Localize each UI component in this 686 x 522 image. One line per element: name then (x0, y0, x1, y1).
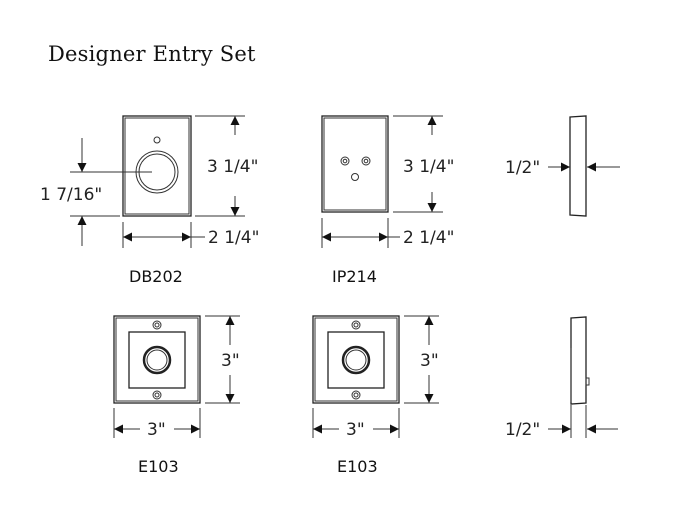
e103-right-model-label: E103 (337, 457, 378, 476)
ip214-hole-icon (351, 173, 359, 181)
db202-plate (122, 115, 192, 217)
e103-left-model-label: E103 (138, 457, 179, 476)
side-view-1: 1/2" (505, 115, 620, 217)
db202-width-label: 2 1/4" (208, 228, 259, 248)
ip214-screw-right-icon (361, 156, 371, 166)
ip214-model-label: IP214 (332, 267, 377, 286)
e103-right-width-label: 3" (346, 420, 365, 440)
ip214-width-label: 2 1/4" (403, 228, 454, 248)
ip214-plate (321, 115, 389, 213)
side-view-2: 1/2" (505, 316, 618, 440)
ip214-drawing: 3 1/4" 2 1/4" IP214 (321, 115, 454, 286)
side-view-1-profile (569, 115, 587, 217)
ip214-screw-left-icon (340, 156, 350, 166)
db202-offset-label: 1 7/16" (40, 185, 102, 205)
e103-left-width-label: 3" (147, 420, 166, 440)
db202-height-label: 3 1/4" (207, 157, 258, 177)
e103-left-drawing: 3" 3" E103 (113, 315, 240, 476)
side-view-2-profile (570, 316, 587, 405)
e103-right-height-label: 3" (420, 351, 439, 371)
db202-drawing: 1 7/16" 3 1/4" 2 1/4" DB202 (40, 115, 259, 286)
side-view-2-depth-label: 1/2" (505, 420, 540, 440)
db202-plate-inner (124, 117, 190, 215)
ip214-height-label: 3 1/4" (403, 157, 454, 177)
page-title: Designer Entry Set (48, 42, 256, 66)
e103-right-drawing: 3" 3" E103 (312, 315, 439, 476)
e103-left-height-label: 3" (221, 351, 240, 371)
db202-screw-icon (153, 136, 161, 144)
db202-model-label: DB202 (129, 267, 183, 286)
side-view-1-depth-label: 1/2" (505, 158, 540, 178)
